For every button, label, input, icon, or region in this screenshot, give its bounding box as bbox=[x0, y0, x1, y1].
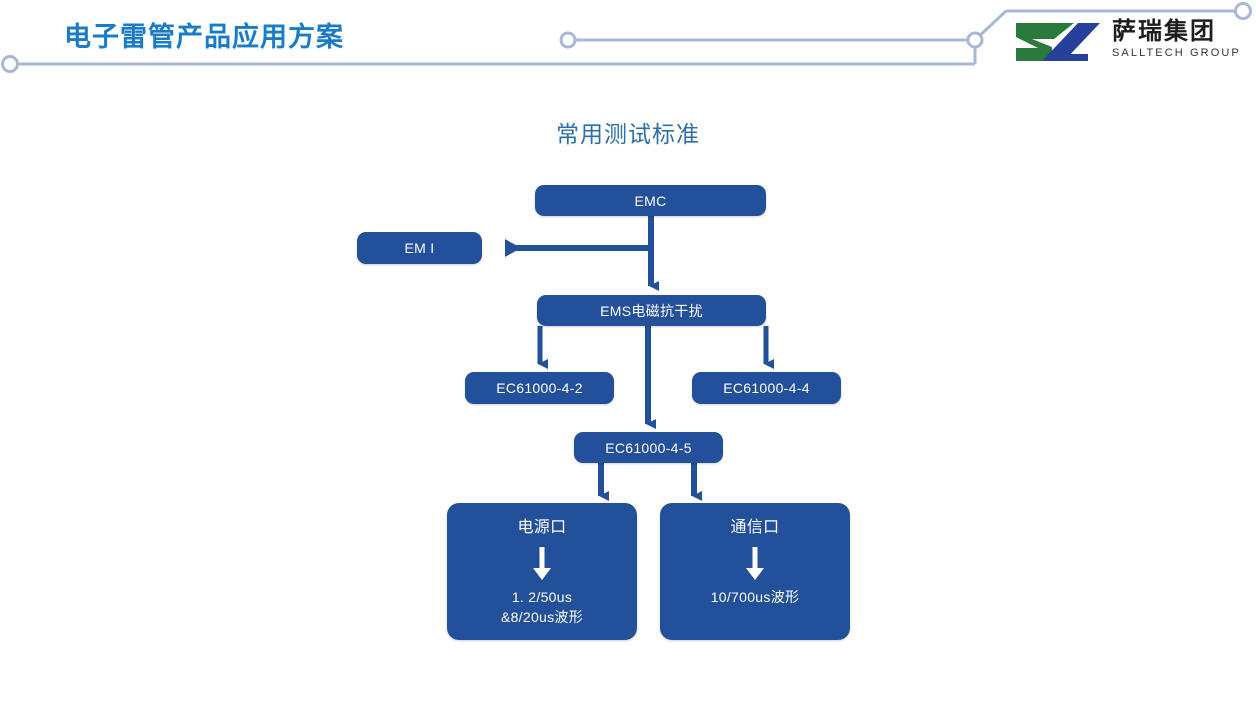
logo-name-cn: 萨瑞集团 bbox=[1112, 18, 1216, 45]
node-ec61000-4-5[interactable]: EC61000-4-5 bbox=[574, 432, 723, 463]
node-power-port-title: 电源口 bbox=[517, 519, 567, 536]
node-power-port-value: 1. 2/50us &8/20us波形 bbox=[500, 589, 584, 625]
node-emc[interactable]: EMC bbox=[535, 185, 766, 216]
company-logo: 萨瑞集团 SALLTECH GROUP bbox=[1012, 18, 1244, 66]
node-emi-label: EM I bbox=[404, 240, 435, 256]
node-ec61000-4-5-label: EC61000-4-5 bbox=[605, 439, 692, 456]
node-emi[interactable]: EM I bbox=[357, 232, 482, 264]
salltech-logo-icon bbox=[1016, 23, 1100, 61]
section-title: 常用测试标准 bbox=[556, 121, 700, 147]
page-title: 电子雷管产品应用方案 bbox=[64, 22, 344, 52]
logo-text-block: 萨瑞集团 SALLTECH GROUP bbox=[1112, 18, 1244, 60]
node-emc-label: EMC bbox=[634, 192, 667, 209]
node-ec61000-4-4[interactable]: EC61000-4-4 bbox=[692, 372, 841, 404]
node-comm-port-value: 10/700us波形 bbox=[710, 589, 800, 605]
node-comm-port-title: 通信口 bbox=[730, 519, 780, 536]
node-power-port[interactable]: 电源口 1. 2/50us &8/20us波形 bbox=[447, 503, 637, 640]
node-comm-port[interactable]: 通信口 10/700us波形 bbox=[660, 503, 850, 640]
logo-name-en: SALLTECH GROUP bbox=[1112, 47, 1241, 59]
edge-emc-to-emi bbox=[505, 216, 654, 257]
power-port-down-arrow-icon bbox=[531, 547, 553, 581]
node-ec61000-4-2[interactable]: EC61000-4-2 bbox=[465, 372, 614, 404]
node-ems-label: EMS电磁抗干扰 bbox=[600, 302, 703, 319]
comm-port-down-arrow-icon bbox=[744, 547, 766, 581]
node-ems[interactable]: EMS电磁抗干扰 bbox=[537, 295, 766, 326]
node-ec61000-4-4-label: EC61000-4-4 bbox=[723, 380, 810, 396]
node-ec61000-4-2-label: EC61000-4-2 bbox=[496, 380, 583, 396]
